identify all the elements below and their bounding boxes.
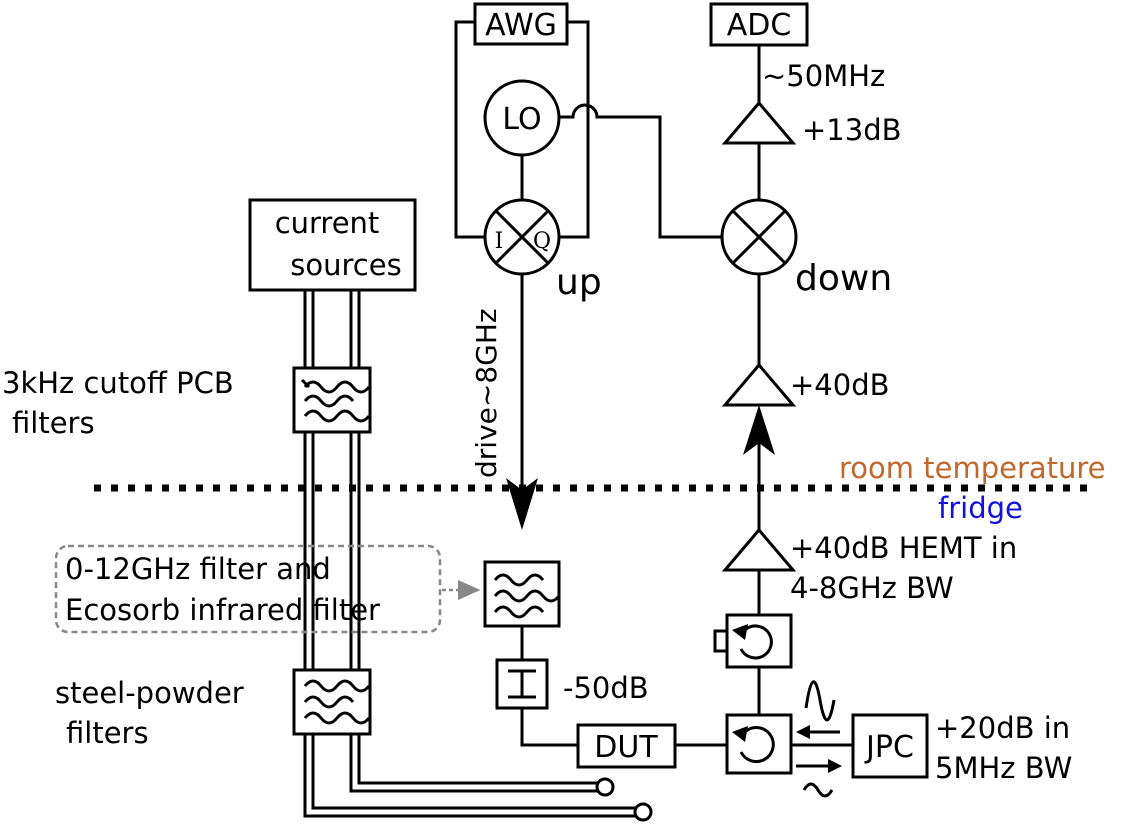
down-label: down	[795, 258, 892, 299]
signal-wave-icon	[802, 782, 834, 798]
dc-bias-lines	[303, 290, 653, 822]
gain-13db-label: +13dB	[802, 113, 902, 147]
awg-label: AWG	[485, 8, 557, 43]
down-mixer	[720, 198, 798, 276]
hemt-amplifier	[721, 527, 797, 572]
jpc-label: JPC	[864, 730, 914, 765]
room-temperature-label: room temperature	[839, 451, 1106, 485]
jpc-box: JPC	[851, 713, 929, 779]
jpc-gain-label-1: +20dB in	[935, 711, 1070, 745]
up-mixer: I Q	[483, 198, 561, 276]
filter-note-line-2: Ecosorb infrared filter	[65, 593, 380, 627]
adc-label: ADC	[727, 8, 792, 43]
hemt-label-2: 4-8GHz BW	[790, 571, 954, 605]
gain-40db-label: +40dB	[790, 368, 890, 402]
steel-powder-label-2: filters	[66, 716, 149, 750]
cold-filter	[483, 560, 561, 628]
steel-powder-label-1: steel-powder	[55, 676, 244, 710]
adc-box: ADC	[709, 2, 809, 47]
amplifier-13db	[721, 100, 797, 145]
attenuator-50db	[495, 658, 549, 710]
amplifier-40db	[721, 362, 797, 407]
fridge-label: fridge	[938, 491, 1023, 525]
hemt-label-1: +40dB HEMT in	[790, 531, 1017, 565]
pcb-filters-label-1: 3kHz cutoff PCB	[2, 366, 234, 400]
dut-box: DUT	[576, 723, 677, 769]
drive-arrowhead	[506, 478, 538, 530]
mixer-i-label: I	[495, 229, 504, 254]
jpc-gain-label-2: 5MHz BW	[935, 751, 1072, 785]
current-sources-box: current sources	[248, 198, 417, 292]
current-sources-label-2: sources	[290, 248, 401, 282]
isolator	[713, 613, 793, 669]
current-sources-label-1: current	[275, 206, 380, 240]
steel-powder-filter	[292, 668, 372, 736]
drive-label: drive~8GHz	[470, 308, 503, 478]
pcb-filter	[292, 366, 372, 434]
lo-label: LO	[502, 102, 541, 137]
pump-wave-icon	[804, 680, 836, 722]
freq-50mhz-label: ~50MHz	[762, 59, 885, 93]
jpc-signal-arrows	[796, 680, 842, 798]
filter-callout: 0-12GHz filter and Ecosorb infrared filt…	[54, 544, 481, 634]
pcb-filters-label-2: filters	[12, 406, 95, 440]
return-arrowhead	[743, 405, 775, 455]
mixer-q-label: Q	[533, 229, 551, 254]
filter-note-line-1: 0-12GHz filter and	[65, 552, 331, 586]
circulator	[725, 713, 793, 775]
lo-circle: LO	[483, 79, 561, 157]
awg-box: AWG	[473, 2, 569, 46]
dut-label: DUT	[594, 730, 658, 765]
attenuator-label: -50dB	[563, 671, 649, 705]
up-label: up	[556, 262, 602, 303]
signal-wires	[454, 20, 853, 747]
